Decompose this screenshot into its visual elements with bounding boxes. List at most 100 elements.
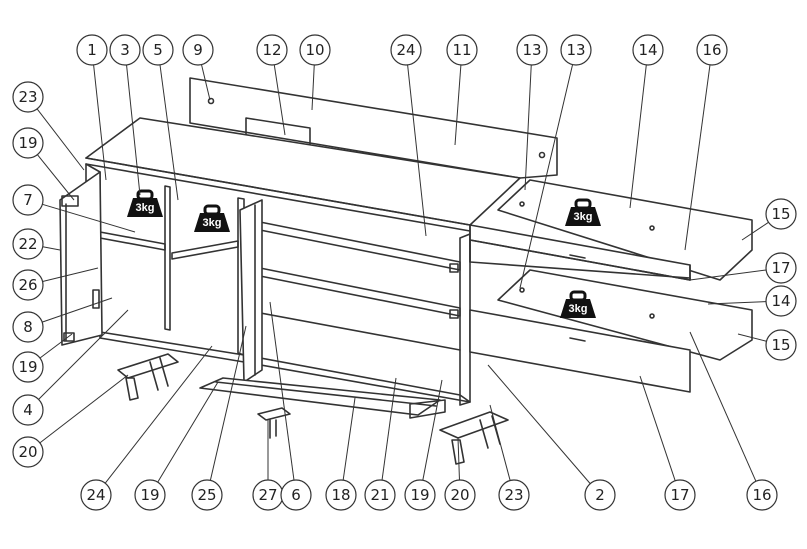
callout-number: 24 <box>396 41 415 59</box>
callout-number: 18 <box>331 486 350 504</box>
leader-line-c2 <box>487 364 591 484</box>
callout-c27: 27 <box>252 479 284 511</box>
callout-number: 11 <box>452 41 471 59</box>
callout-c1: 1 <box>76 34 108 66</box>
leader-line-c14_top <box>629 64 647 209</box>
callout-circle <box>12 184 44 216</box>
callout-c14_mid: 14 <box>765 285 797 317</box>
callout-c16_top: 16 <box>696 34 728 66</box>
callout-circle <box>109 34 141 66</box>
callout-number: 17 <box>670 486 689 504</box>
callout-number: 19 <box>140 486 159 504</box>
callout-circle <box>765 198 797 230</box>
callout-number: 3 <box>120 41 130 59</box>
callout-number: 14 <box>638 41 657 59</box>
callout-circle <box>746 479 778 511</box>
callout-c14_top: 14 <box>632 34 664 66</box>
callout-number: 10 <box>305 41 324 59</box>
callout-c13_b: 13 <box>560 34 592 66</box>
callout-number: 2 <box>595 486 605 504</box>
leader-line-c13_a <box>524 64 532 191</box>
callout-circle <box>765 285 797 317</box>
callout-c19_c: 19 <box>134 479 166 511</box>
callout-circle <box>498 479 530 511</box>
callout-circle <box>280 479 312 511</box>
plinth <box>199 377 446 419</box>
callout-number: 15 <box>771 205 790 223</box>
callout-number: 15 <box>771 336 790 354</box>
leader-line-c6 <box>269 301 295 481</box>
weight-body-icon <box>565 207 601 226</box>
callout-circle <box>404 479 436 511</box>
left-door <box>59 171 103 346</box>
callout-number: 16 <box>702 41 721 59</box>
callout-number: 12 <box>262 41 281 59</box>
callout-circle <box>12 351 44 383</box>
callout-c6: 6 <box>280 479 312 511</box>
callout-circle <box>142 34 174 66</box>
weight-badge-w_mid: 3kg <box>194 204 230 232</box>
leader-line-c10 <box>311 64 315 111</box>
leader-line-c12 <box>273 64 286 136</box>
callout-circle <box>560 34 592 66</box>
callout-circle <box>12 81 44 113</box>
leader-line-c19_a <box>37 154 75 201</box>
leader-line-c5 <box>159 64 179 201</box>
leader-line-c21 <box>381 377 397 481</box>
leader-line-c3 <box>126 64 141 196</box>
callout-number: 20 <box>18 443 37 461</box>
callout-circle <box>12 269 44 301</box>
leader-line-c9 <box>201 64 211 101</box>
leader-line-c22 <box>42 246 61 251</box>
callout-circle <box>516 34 548 66</box>
leader-line-c18 <box>342 397 356 481</box>
callout-circle <box>632 34 664 66</box>
leader-line-c23_bot <box>489 404 511 481</box>
leader-line-c17_mid <box>689 269 767 281</box>
callout-c11: 11 <box>446 34 478 66</box>
callout-number: 19 <box>410 486 429 504</box>
callout-c7: 7 <box>12 184 44 216</box>
weight-label: 3kg <box>203 217 222 229</box>
drawer-top <box>469 179 753 281</box>
callout-circle <box>390 34 422 66</box>
leader-line-c8 <box>42 297 113 323</box>
callout-number: 23 <box>504 486 523 504</box>
callout-c2: 2 <box>584 479 616 511</box>
callout-c4: 4 <box>12 394 44 426</box>
callout-circle <box>664 479 696 511</box>
callout-circle <box>134 479 166 511</box>
callout-circle <box>12 228 44 260</box>
callout-circle <box>446 34 478 66</box>
carcass-top <box>85 117 521 232</box>
weight-badge-w_drawer_bot: 3kg <box>560 290 596 318</box>
callout-c23_bot: 23 <box>498 479 530 511</box>
leader-line-c19_c <box>157 381 219 483</box>
callout-number: 23 <box>18 88 37 106</box>
callout-c20_b: 20 <box>444 479 476 511</box>
callout-circle <box>12 394 44 426</box>
callout-c19_a: 19 <box>12 127 44 159</box>
shelves <box>99 221 461 319</box>
callout-circle <box>584 479 616 511</box>
callout-number: 20 <box>450 486 469 504</box>
callout-number: 26 <box>18 276 37 294</box>
callout-c24_bot: 24 <box>80 479 112 511</box>
leader-line-c20_b <box>457 437 460 481</box>
weight-handle-icon <box>203 204 221 216</box>
callout-number: 17 <box>771 259 790 277</box>
callout-circle <box>12 311 44 343</box>
callout-circle <box>191 479 223 511</box>
callout-circle <box>765 252 797 284</box>
callout-c5: 5 <box>142 34 174 66</box>
callout-circle <box>12 127 44 159</box>
leader-line-c20_a <box>39 374 129 444</box>
callout-number: 7 <box>23 191 33 209</box>
callout-number: 16 <box>752 486 771 504</box>
leg-center <box>257 407 291 439</box>
callout-c19_d: 19 <box>404 479 436 511</box>
callout-c15_b: 15 <box>765 329 797 361</box>
callout-circle <box>325 479 357 511</box>
